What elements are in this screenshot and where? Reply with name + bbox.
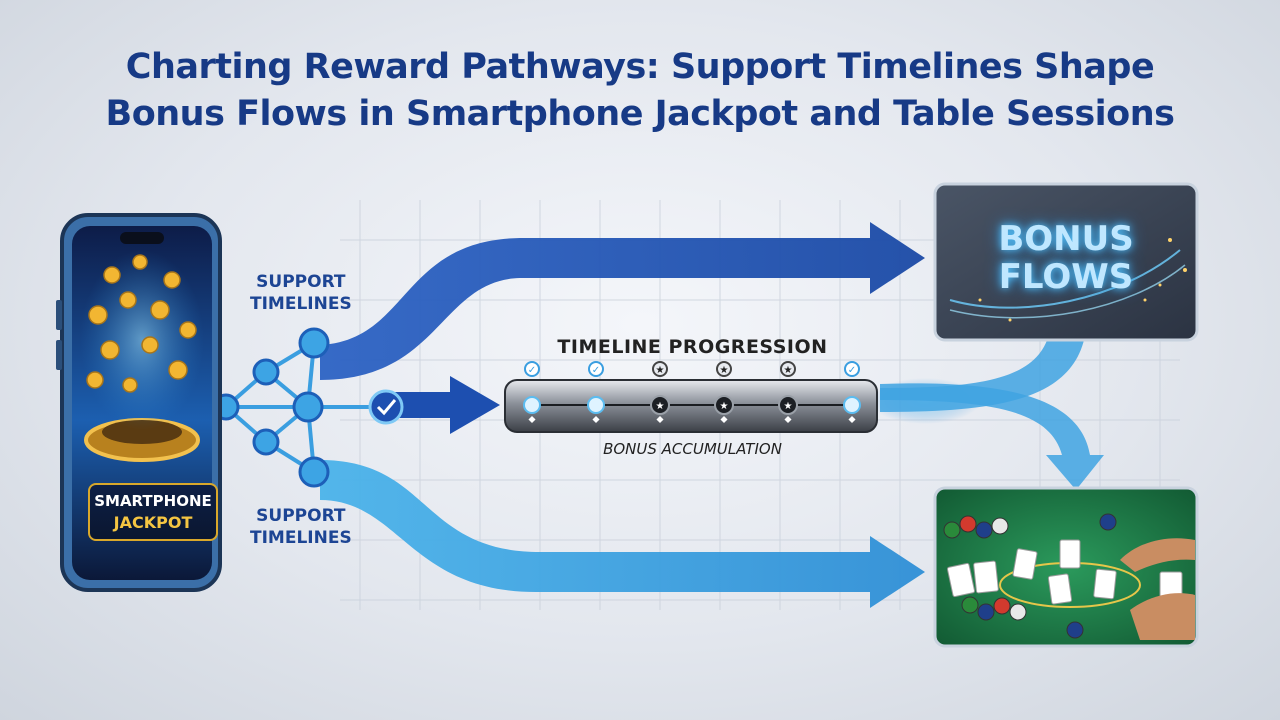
support-timelines-label-top: SUPPORT TIMELINES (250, 271, 352, 315)
timeline-tick (848, 415, 856, 424)
timeline-milestones: ✓ ✓ ★ ★ ★ ★ ★ ★ ✓ (523, 361, 861, 424)
star-icon: ★ (656, 365, 665, 376)
phone-label-line-1: SMARTPHONE (94, 492, 212, 510)
milestone-marker-star (780, 361, 796, 377)
timeline-node (778, 395, 798, 415)
smartphone-jackpot-label: SMARTPHONE JACKPOT (88, 483, 218, 541)
bonus-flows-text: BONUS FLOWS (936, 220, 1196, 296)
page-title: Charting Reward Pathways: Support Timeli… (0, 44, 1280, 138)
check-icon: ✓ (528, 365, 536, 376)
star-icon: ★ (656, 401, 665, 412)
support-label-top-line-2: TIMELINES (250, 294, 352, 314)
bonus-flows-panel (933, 182, 1199, 342)
star-icon: ★ (784, 365, 793, 376)
table-session-panel (933, 486, 1199, 648)
support-timelines-label-bottom: SUPPORT TIMELINES (250, 505, 352, 549)
support-label-bottom-line-1: SUPPORT (256, 506, 346, 526)
milestone-marker-check (844, 361, 860, 377)
milestone-marker-check (524, 361, 540, 377)
timeline-tick (784, 415, 792, 424)
support-label-bottom-line-2: TIMELINES (250, 528, 352, 548)
timeline-tick (720, 415, 728, 424)
timeline-tick (656, 415, 664, 424)
bonus-flows-line-2: FLOWS (998, 257, 1134, 297)
support-label-top-line-1: SUPPORT (256, 272, 346, 292)
title-line-2: Bonus Flows in Smartphone Jackpot and Ta… (105, 94, 1175, 134)
phone-label-line-2: JACKPOT (113, 513, 193, 532)
timeline-bar (504, 379, 878, 433)
timeline-tick (592, 415, 600, 424)
timeline-tick (528, 415, 536, 424)
check-icon: ✓ (848, 365, 856, 376)
bottom-flow-arrow (320, 460, 925, 608)
middle-flow-arrow (395, 376, 500, 434)
milestone-marker-star (716, 361, 732, 377)
timeline-node (587, 396, 605, 414)
star-icon: ★ (720, 365, 729, 376)
bonus-flows-line-1: BONUS (998, 219, 1134, 259)
milestone-marker-star (652, 361, 668, 377)
star-icon: ★ (720, 401, 729, 412)
title-line-1: Charting Reward Pathways: Support Timeli… (125, 47, 1155, 87)
timeline-node (650, 395, 670, 415)
star-icon: ★ (784, 401, 793, 412)
timeline-node (843, 396, 861, 414)
timeline-node (714, 395, 734, 415)
timeline-subtitle: BONUS ACCUMULATION (603, 440, 782, 458)
timeline-title: TIMELINE PROGRESSION (557, 336, 828, 358)
top-flow-arrow (320, 222, 925, 380)
milestone-marker-check (588, 361, 604, 377)
check-icon: ✓ (592, 365, 600, 376)
timeline-node (523, 396, 541, 414)
